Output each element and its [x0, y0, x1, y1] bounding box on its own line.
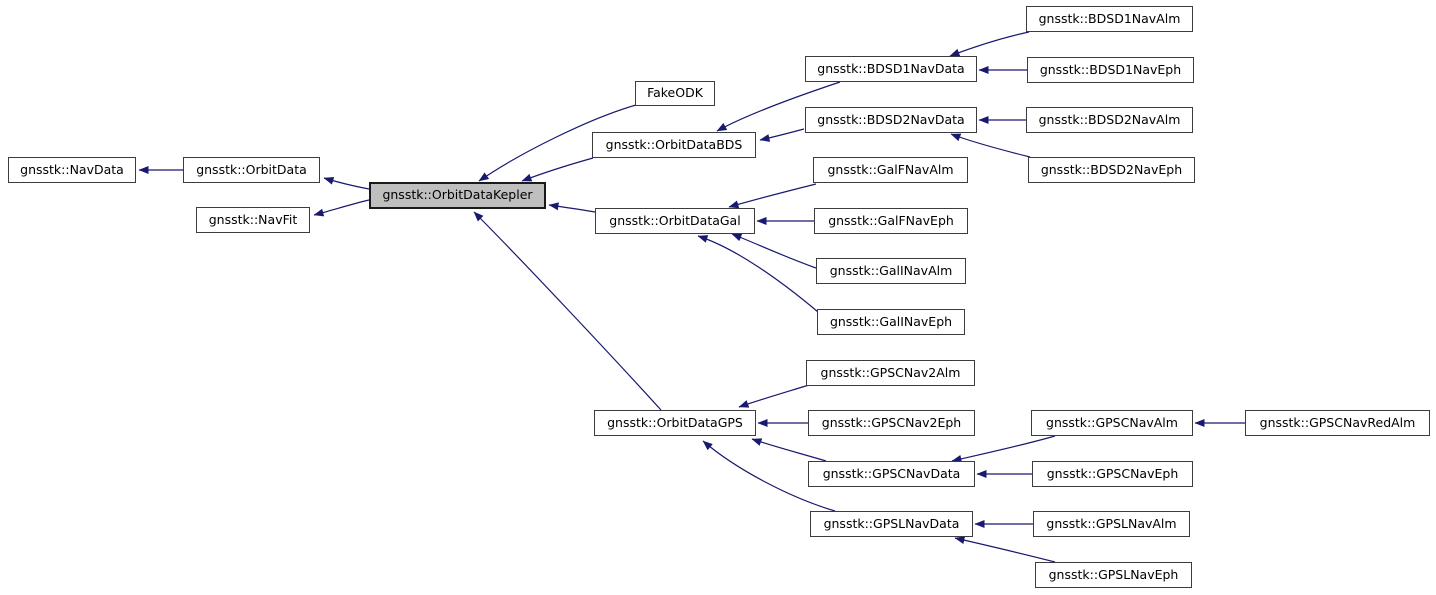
edge-gal-i-nav-eph-to-orbit-data-gal	[697, 235, 819, 313]
node-orbit-data-kepler: gnsstk::OrbitDataKepler	[369, 182, 546, 209]
edge-gpsc-nav-data-to-orbit-data-gps	[751, 438, 827, 462]
edge-gpsc-nav-alm-to-gpsc-nav-data	[951, 435, 1056, 463]
node-orbit-data-gal[interactable]: gnsstk::OrbitDataGal	[595, 208, 755, 234]
node-gal-f-nav-eph[interactable]: gnsstk::GalFNavEph	[814, 208, 968, 234]
node-gal-i-nav-alm[interactable]: gnsstk::GalINavAlm	[816, 258, 966, 284]
node-gpsc-nav-data[interactable]: gnsstk::GPSCNavData	[808, 461, 975, 487]
edge-bdsd1-nav-alm-to-bdsd1-nav-data	[949, 31, 1030, 57]
node-bdsd2-nav-data[interactable]: gnsstk::BDSD2NavData	[805, 107, 977, 133]
node-orbit-data-gps[interactable]: gnsstk::OrbitDataGPS	[594, 410, 756, 436]
node-bdsd1-nav-eph[interactable]: gnsstk::BDSD1NavEph	[1027, 57, 1194, 83]
node-nav-data[interactable]: gnsstk::NavData	[8, 157, 136, 183]
node-gal-i-nav-eph[interactable]: gnsstk::GalINavEph	[817, 309, 965, 335]
node-gpsl-nav-eph[interactable]: gnsstk::GPSLNavEph	[1035, 562, 1192, 588]
node-orbit-data-bds[interactable]: gnsstk::OrbitDataBDS	[592, 132, 756, 158]
node-fake-odk[interactable]: FakeODK	[635, 81, 715, 106]
node-bdsd2-nav-eph[interactable]: gnsstk::BDSD2NavEph	[1028, 157, 1195, 183]
edge-orbit-data-gps-to-orbit-data-kepler	[473, 211, 662, 411]
edge-orbit-data-kepler-to-orbit-data	[323, 176, 370, 190]
node-bdsd2-nav-alm[interactable]: gnsstk::BDSD2NavAlm	[1026, 107, 1193, 133]
node-bdsd1-nav-data[interactable]: gnsstk::BDSD1NavData	[805, 56, 977, 82]
edge-gpsl-nav-eph-to-gpsl-nav-data	[954, 536, 1056, 563]
node-bdsd1-nav-alm[interactable]: gnsstk::BDSD1NavAlm	[1026, 6, 1193, 32]
node-gal-f-nav-alm[interactable]: gnsstk::GalFNavAlm	[813, 157, 968, 183]
edge-orbit-data-bds-to-orbit-data-kepler	[521, 157, 594, 182]
edge-bdsd2-nav-eph-to-bdsd2-nav-data	[950, 133, 1031, 158]
edge-gal-f-nav-alm-to-orbit-data-gal	[728, 183, 817, 209]
edge-bdsd2-nav-data-to-orbit-data-bds	[759, 128, 805, 142]
edge-gal-i-nav-alm-to-orbit-data-gal	[731, 233, 817, 269]
node-gpsl-nav-data[interactable]: gnsstk::GPSLNavData	[810, 511, 973, 537]
edge-orbit-data-gal-to-orbit-data-kepler	[548, 202, 596, 213]
edge-orbit-data-kepler-to-nav-fit	[313, 199, 370, 217]
node-gpsc-nav-alm[interactable]: gnsstk::GPSCNavAlm	[1031, 410, 1193, 436]
node-gpsc-nav-eph[interactable]: gnsstk::GPSCNavEph	[1032, 461, 1193, 487]
node-gpsc-nav-red-alm[interactable]: gnsstk::GPSCNavRedAlm	[1245, 410, 1430, 436]
node-orbit-data[interactable]: gnsstk::OrbitData	[183, 157, 320, 183]
edge-gpsc-nav2-alm-to-orbit-data-gps	[738, 384, 810, 408]
node-gpsc-nav2-alm[interactable]: gnsstk::GPSCNav2Alm	[806, 360, 975, 386]
node-gpsc-nav2-eph[interactable]: gnsstk::GPSCNav2Eph	[808, 410, 975, 436]
node-gpsl-nav-alm[interactable]: gnsstk::GPSLNavAlm	[1033, 511, 1190, 537]
node-nav-fit[interactable]: gnsstk::NavFit	[196, 207, 310, 233]
